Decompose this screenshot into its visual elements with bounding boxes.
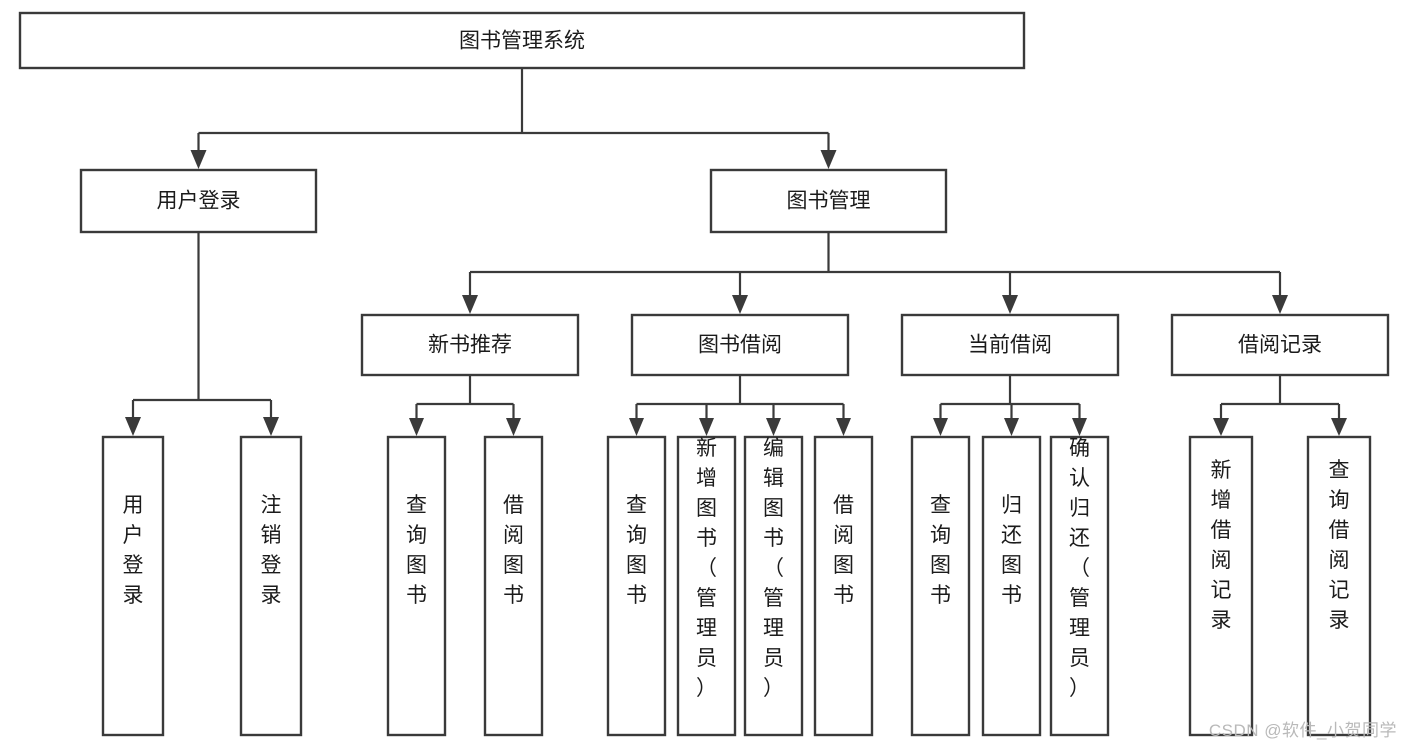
arrow-to-book-borrow [732,295,748,314]
arrow-to-leaf-bb-3 [836,418,851,436]
node-book-borrow[interactable]: 图书借阅 [630,313,850,377]
leaf-user-login-0-label: 用户登录 [123,494,144,607]
arrow-to-leaf-user-login [125,417,141,436]
arrow-to-leaf-bb-1 [699,418,714,436]
leaf-new-book-recommend-1-label: 借阅图书 [503,494,524,607]
node-borrow-record-label: 借阅记录 [1238,334,1322,357]
arrow-to-user-login [190,150,207,169]
node-new-book-recommend-label: 新书推荐 [428,334,512,357]
node-user-login-box[interactable] [79,168,318,234]
leaf-current-borrow-0-label: 查询图书 [930,494,951,607]
arrow-to-new-book-recommend [462,295,478,314]
leaf-new-book-recommend-1-box[interactable] [483,435,544,737]
leaf-current-borrow-2-box[interactable] [1049,435,1110,737]
node-user-login-label: 用户登录 [157,190,241,213]
arrow-to-current-borrow [1002,295,1018,314]
leaf-current-borrow-0-box[interactable] [910,435,971,737]
leaf-book-borrow-0-label: 查询图书 [626,494,647,607]
node-new-book-recommend[interactable]: 新书推荐 [360,313,580,377]
leaf-current-borrow-2-label: 确认归还（管理员） [1069,437,1090,700]
connector-bookborrow-trunk [635,375,845,423]
node-user-login[interactable]: 用户登录 [79,168,318,234]
arrow-to-leaf-br-0 [1213,418,1229,436]
node-current-borrow-box[interactable] [900,313,1120,377]
leaf-user-login-0-box[interactable] [101,435,165,737]
connector-bookmgmt-trunk [468,232,1282,301]
arrow-to-leaf-cb-0 [933,418,948,436]
arrow-to-book-management [820,150,837,169]
leaf-book-borrow-2[interactable]: 编辑图书（管理员） [743,435,804,737]
connector-borrowrecord-trunk [1219,375,1341,423]
connector-currentborrow-trunk [939,375,1081,423]
node-current-borrow[interactable]: 当前借阅 [900,313,1120,377]
arrow-to-leaf-nb-1 [506,418,521,436]
leaf-book-borrow-1[interactable]: 新增图书（管理员） [676,435,737,737]
leaf-current-borrow-1[interactable]: 归还图书 [981,435,1042,737]
node-root-label: 图书管理系统 [459,30,585,53]
leaf-book-borrow-0[interactable]: 查询图书 [606,435,667,737]
leaf-user-login-1-box[interactable] [239,435,303,737]
connector-root-trunk [197,68,830,156]
arrow-to-leaf-nb-0 [409,418,424,436]
arrow-to-leaf-cb-2 [1072,418,1087,436]
node-borrow-record-box[interactable] [1170,313,1390,377]
node-borrow-record[interactable]: 借阅记录 [1170,313,1390,377]
leaf-new-book-recommend-0-box[interactable] [386,435,447,737]
node-book-borrow-box[interactable] [630,313,850,377]
leaf-book-borrow-0-box[interactable] [606,435,667,737]
csdn-watermark: CSDN @软件_小贺同学 [1208,721,1397,740]
arrow-to-leaf-logout [263,417,279,436]
leaf-book-borrow-1-label: 新增图书（管理员） [696,437,717,700]
node-new-book-recommend-box[interactable] [360,313,580,377]
node-book-borrow-label: 图书借阅 [698,334,782,357]
node-current-borrow-label: 当前借阅 [968,334,1052,357]
leaf-borrow-record-0-label: 新增借阅记录 [1211,459,1232,632]
arrow-to-leaf-bb-2 [766,418,781,436]
node-root[interactable]: 图书管理系统 [18,11,1026,70]
node-root-box[interactable] [18,11,1026,70]
leaf-book-borrow-3[interactable]: 借阅图书 [813,435,874,737]
leaf-book-borrow-1-box[interactable] [676,435,737,737]
leaf-new-book-recommend-0-label: 查询图书 [406,494,427,607]
leaf-user-login-0[interactable]: 用户登录 [101,435,165,737]
node-book-management-label: 图书管理 [787,190,871,213]
connector-newbook-trunk [415,375,515,423]
arrow-to-borrow-record [1272,295,1288,314]
leaf-borrow-record-0[interactable]: 新增借阅记录 [1188,435,1254,737]
leaf-user-login-1[interactable]: 注销登录 [239,435,303,737]
leaf-book-borrow-2-box[interactable] [743,435,804,737]
leaf-new-book-recommend-0[interactable]: 查询图书 [386,435,447,737]
leaf-book-borrow-3-label: 借阅图书 [833,494,854,607]
arrow-to-leaf-cb-1 [1004,418,1019,436]
arrow-to-leaf-bb-0 [629,418,644,436]
leaf-user-login-1-label: 注销登录 [261,494,282,607]
leaf-borrow-record-1[interactable]: 查询借阅记录 [1306,435,1372,737]
arrow-to-leaf-br-1 [1331,418,1347,436]
leaf-current-borrow-2[interactable]: 确认归还（管理员） [1049,435,1110,737]
node-book-management[interactable]: 图书管理 [709,168,948,234]
leaf-current-borrow-1-label: 归还图书 [1001,494,1022,607]
leaf-borrow-record-1-box[interactable] [1306,435,1372,737]
leaf-book-borrow-3-box[interactable] [813,435,874,737]
leaf-book-borrow-2-label: 编辑图书（管理员） [763,437,784,700]
leaf-new-book-recommend-1[interactable]: 借阅图书 [483,435,544,737]
leaf-current-borrow-1-box[interactable] [981,435,1042,737]
connector-userlogin-trunk [131,232,273,423]
connector-layer [125,68,1347,436]
node-book-management-box[interactable] [709,168,948,234]
leaf-current-borrow-0[interactable]: 查询图书 [910,435,971,737]
leaf-borrow-record-1-label: 查询借阅记录 [1329,459,1350,632]
leaf-borrow-record-0-box[interactable] [1188,435,1254,737]
